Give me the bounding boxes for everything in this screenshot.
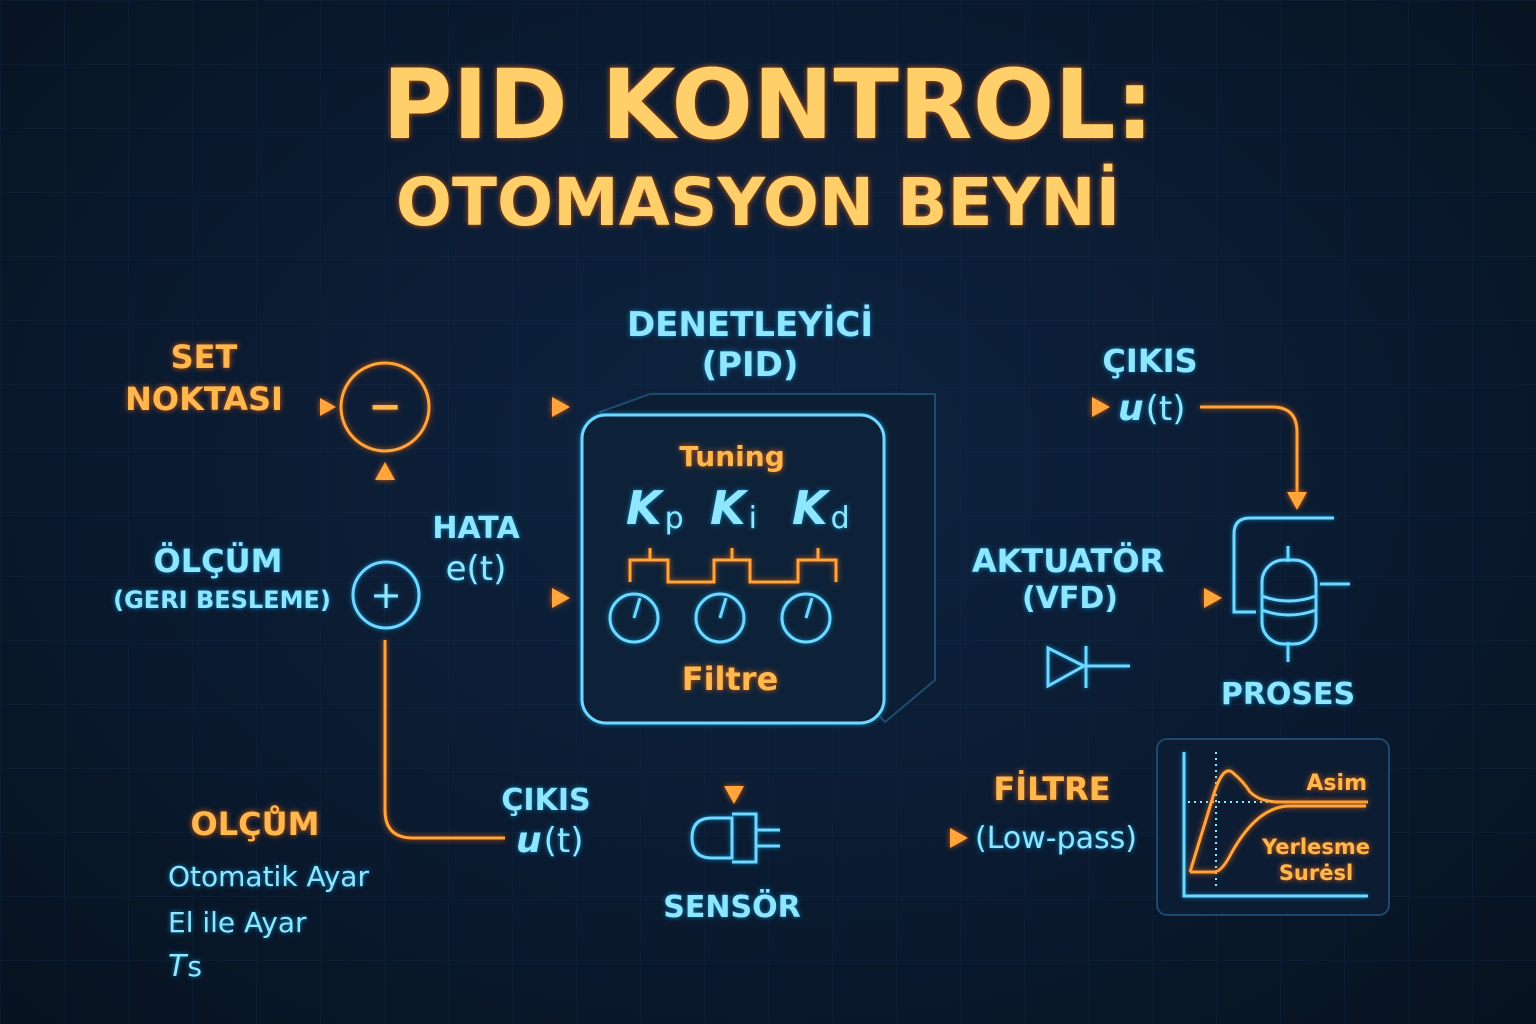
- output-signal-bottom: u(t): [516, 820, 584, 861]
- comparator-node: −: [339, 361, 431, 453]
- controller-label: DENETLEYİCİ: [627, 304, 873, 345]
- output-signal-top: u(t): [1118, 388, 1186, 429]
- measurement-label: ÖLÇÜM: [154, 542, 283, 580]
- diode-icon: [988, 645, 1130, 689]
- knob-kp[interactable]: [608, 592, 660, 644]
- legend-heading: OLÇŮM: [191, 804, 320, 843]
- ts-subscript: s: [187, 950, 202, 983]
- gain-symbol: K: [792, 481, 831, 535]
- summing-node: +: [351, 560, 421, 630]
- controller-pid-label: (PID): [702, 345, 799, 385]
- tuning-knobs: [608, 592, 832, 644]
- arrowhead: [950, 828, 968, 848]
- controller-block: [580, 393, 936, 725]
- filter-label: Filtre: [682, 660, 779, 698]
- settling-label-1: Yerlesme: [1261, 835, 1370, 859]
- chart-guides: [1188, 752, 1300, 890]
- process-tank-icon: [1232, 516, 1350, 662]
- sensor-icon: [690, 812, 780, 864]
- settling-label-2: Surėsl: [1279, 861, 1353, 885]
- title-line1: PID KONTROL:: [382, 49, 1154, 161]
- knob-ki[interactable]: [694, 592, 746, 644]
- output-t-top: (t): [1146, 389, 1186, 429]
- setpoint-label-1: SET: [171, 338, 238, 376]
- response-curve-damped: [1190, 804, 1366, 874]
- filter-block-type: (Low-pass): [975, 821, 1137, 856]
- response-curve-overshoot: [1188, 769, 1368, 873]
- feedback-line: [383, 640, 505, 840]
- setpoint-label-2: NOKTASI: [125, 380, 283, 418]
- output-label-bottom: ÇIKIS: [501, 783, 590, 818]
- title-line2: OTOMASYON BEYNİ: [396, 164, 1120, 241]
- output-label-top: ÇIKIS: [1102, 342, 1197, 380]
- arrowhead: [1092, 397, 1110, 417]
- plus-symbol: +: [370, 573, 402, 617]
- knob-pointer: [804, 597, 814, 619]
- actuator-label: AKTUATÖR: [972, 542, 1164, 580]
- arrowhead: [724, 786, 744, 804]
- filter-block-label: FİLTRE: [993, 770, 1110, 808]
- output-t-bottom: (t): [544, 821, 584, 861]
- output-u-top: u: [1118, 388, 1144, 429]
- gain-subscript: i: [749, 501, 757, 536]
- tuning-label: Tuning: [679, 440, 784, 473]
- tuning-bracket: [628, 548, 838, 584]
- knob-pointer: [718, 597, 728, 619]
- legend-item-auto-tuning: Otomatik Ayar: [168, 860, 369, 893]
- arrowhead: [320, 398, 336, 416]
- output-to-process-line: [1200, 405, 1299, 492]
- legend-item-ts: Ts: [168, 949, 202, 984]
- arrowhead: [1287, 492, 1307, 510]
- sensor-label: SENSÖR: [663, 888, 800, 925]
- feedback-label: (GERI BESLEME): [113, 586, 331, 614]
- knob-pointer: [632, 597, 642, 619]
- knob-kd[interactable]: [780, 592, 832, 644]
- legend-item-manual-tuning: El ile Ayar: [168, 906, 307, 939]
- arrowhead: [375, 462, 395, 480]
- step-response-chart: Asim Yerlesme Surėsl: [1156, 738, 1390, 916]
- process-label: PROSES: [1221, 677, 1355, 712]
- arrowhead: [1204, 588, 1222, 608]
- overshoot-label: Asim: [1306, 771, 1367, 796]
- gain-subscript: p: [665, 501, 684, 536]
- actuator-vfd-label: (VFD): [1022, 581, 1118, 616]
- output-u-bottom: u: [516, 820, 542, 861]
- gain-symbol: K: [626, 481, 665, 535]
- minus-symbol: −: [368, 384, 402, 430]
- error-label: HATA: [432, 511, 520, 546]
- arrowhead: [552, 588, 570, 608]
- arrowhead: [552, 397, 570, 417]
- chart-axes: [1182, 752, 1368, 898]
- gain-symbol: K: [710, 481, 749, 535]
- gain-subscript: d: [831, 501, 850, 536]
- ts-symbol: T: [168, 949, 189, 984]
- error-signal: e(t): [446, 549, 507, 589]
